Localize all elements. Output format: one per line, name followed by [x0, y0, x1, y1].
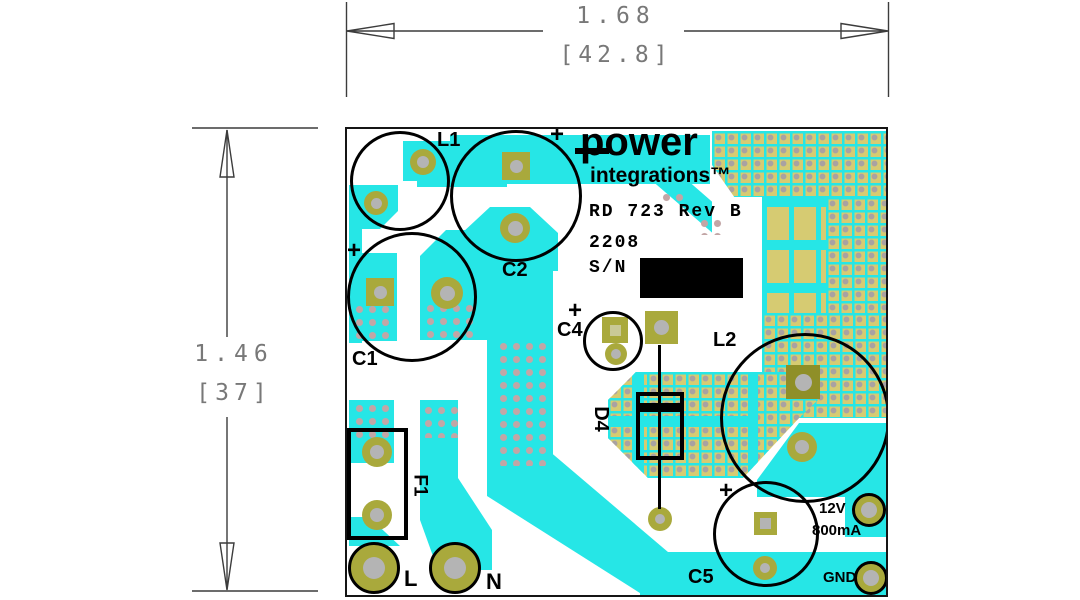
d4-body-outline — [636, 392, 684, 460]
pad-d4-bottom — [648, 507, 672, 531]
refdes-d4: D4 — [590, 406, 612, 432]
refdes-f1: F1 — [409, 474, 431, 497]
proto-grid-large-pads — [762, 197, 826, 313]
dimension-arrow-left-icon — [346, 22, 395, 40]
polarity-mark-c1: + — [347, 237, 362, 264]
outline-c1 — [347, 232, 477, 362]
dimension-arrow-right-icon — [840, 22, 889, 40]
silkscreen-design-id: RD 723 Rev B — [589, 202, 743, 222]
output-current-label: 800mA — [812, 522, 862, 539]
proto-grid-right — [826, 197, 886, 313]
pad-d4-top — [645, 311, 678, 344]
serial-number-blackout — [640, 258, 743, 298]
pad-f1-top — [362, 437, 392, 467]
outline-c5 — [713, 481, 819, 587]
silkscreen-serial-label: S/N — [589, 258, 628, 278]
outline-c2 — [450, 130, 582, 262]
logo-sub-brand: integrations™ — [590, 164, 732, 187]
output-voltage-label: 12V — [819, 500, 846, 517]
pad-terminal-n — [429, 542, 481, 594]
board-width-millimeters: [42.8] — [559, 42, 673, 68]
board-height-inches: 1.46 — [194, 341, 274, 367]
pad-terminal-12v — [852, 493, 886, 527]
top-dimension-lines — [345, 2, 890, 97]
terminal-label-ground: GND — [823, 569, 857, 586]
outline-f1 — [347, 428, 408, 540]
board-width-inches: 1.68 — [576, 3, 656, 29]
logo-brand: power — [580, 127, 698, 164]
refdes-c2: C2 — [502, 259, 528, 281]
pad-f1-bottom — [362, 500, 392, 530]
via-cluster-n — [422, 404, 458, 438]
refdes-l1: L1 — [437, 129, 461, 151]
outline-l2 — [720, 333, 886, 503]
via-cluster-f1 — [353, 402, 393, 442]
refdes-l2: L2 — [713, 329, 737, 351]
refdes-c4: C4 — [557, 319, 583, 341]
polarity-mark-c2: + — [550, 127, 565, 148]
refdes-c1: C1 — [352, 348, 378, 370]
dimension-arrow-down-icon — [219, 542, 235, 591]
refdes-c5: C5 — [688, 566, 714, 588]
logo-bar-icon — [575, 148, 609, 154]
pcb-board: power integrations™ RD 723 Rev B 2208 S/… — [345, 127, 888, 597]
via-cluster-center — [497, 340, 549, 466]
silkscreen-date-code: 2208 — [589, 233, 641, 253]
proto-grid-top — [712, 131, 886, 197]
board-height-millimeters: [37] — [196, 380, 272, 406]
dimension-arrow-up-icon — [219, 129, 235, 178]
terminal-label-neutral: N — [486, 569, 502, 594]
polarity-mark-c5: + — [719, 477, 734, 504]
polarity-mark-c4: + — [568, 297, 583, 324]
pad-terminal-gnd — [854, 561, 886, 595]
via-cluster-logo-1 — [660, 191, 688, 207]
d4-lead-line — [658, 345, 661, 509]
via-cluster-logo-2 — [698, 217, 726, 235]
pad-terminal-l — [348, 542, 400, 594]
outline-l1 — [350, 131, 450, 231]
outline-c4 — [583, 311, 643, 371]
terminal-label-line: L — [404, 566, 418, 591]
d4-cathode-band — [636, 403, 684, 412]
left-dimension-lines — [192, 127, 318, 592]
